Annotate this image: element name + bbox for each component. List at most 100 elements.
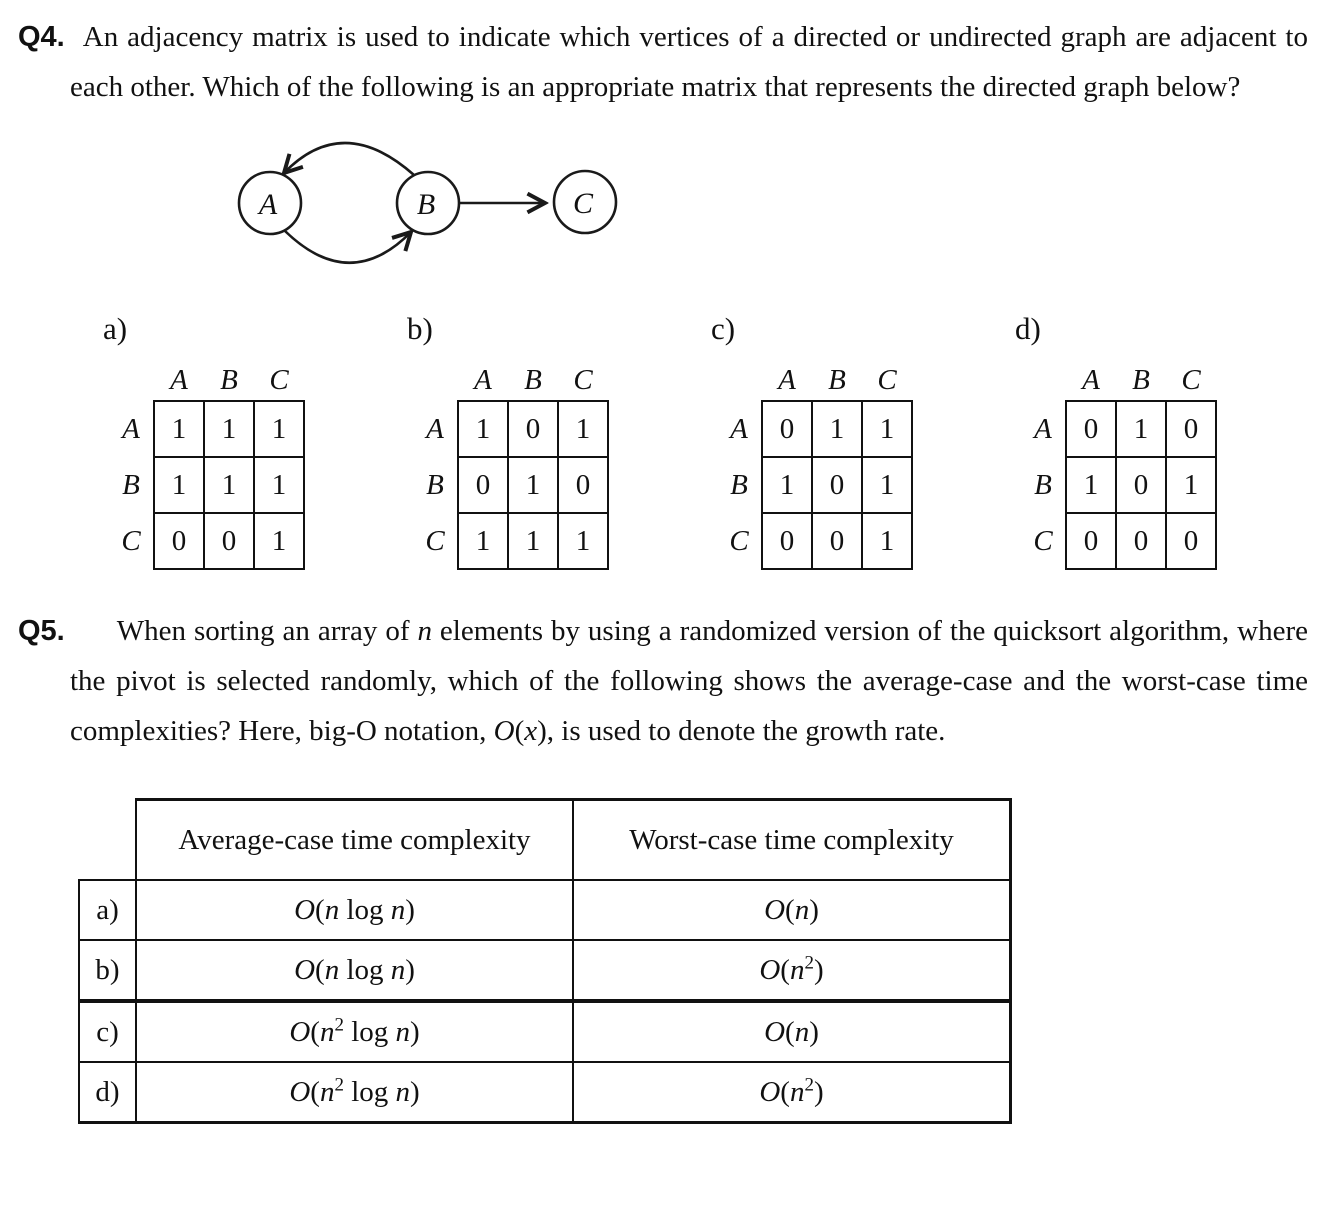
worst-case-value: O(n2) xyxy=(572,1061,1012,1124)
option-c: c) A B C A 0 1 1 B 1 0 1 C 0 xyxy=(711,312,1015,570)
matrix-cell: 0 xyxy=(1115,456,1167,514)
matrix-cell: 1 xyxy=(253,400,305,458)
option-d: d) A B C A 0 1 0 B 1 0 1 C 0 xyxy=(1015,312,1319,570)
matrix-row-header: B xyxy=(1034,468,1052,501)
matrix-cell: 1 xyxy=(203,456,255,514)
matrix-row-header: C xyxy=(729,524,749,557)
matrix-col-header: C xyxy=(1181,363,1201,396)
matrix-cell: 1 xyxy=(761,456,813,514)
graph-node-b-label: B xyxy=(417,188,435,221)
matrix-row-header: A xyxy=(122,412,140,445)
matrix-row-header: C xyxy=(425,524,445,557)
matrix-cell: 1 xyxy=(1115,400,1167,458)
option-b: b) A B C A 1 0 1 B 0 1 0 C 1 xyxy=(407,312,711,570)
matrix-cell: 0 xyxy=(457,456,509,514)
matrix-col-header: C xyxy=(573,363,593,396)
matrix-cell: 0 xyxy=(1065,400,1117,458)
matrix-row-header: B xyxy=(730,468,748,501)
matrix-corner xyxy=(413,360,458,401)
matrix-cell: 1 xyxy=(507,512,559,570)
matrix-corner xyxy=(717,360,762,401)
matrix-cell: 0 xyxy=(1115,512,1167,570)
avg-case-value: O(n2 log n) xyxy=(135,1000,574,1063)
matrix-row-header: C xyxy=(121,524,141,557)
q5-paragraph: Q5.When sorting an array of n elements b… xyxy=(18,606,1308,756)
matrix-corner xyxy=(109,360,154,401)
row-label: d) xyxy=(78,1061,137,1124)
table-corner-cell xyxy=(79,799,136,881)
graph-node-c-label: C xyxy=(573,187,594,220)
worst-case-value: O(n) xyxy=(572,879,1012,941)
avg-case-header: Average-case time complexity xyxy=(135,798,574,881)
table-row-c: c) O(n2 log n) O(n) xyxy=(78,1000,1012,1063)
matrix-cell: 0 xyxy=(1065,512,1117,570)
matrix-cell: 1 xyxy=(557,400,609,458)
matrix-row-header: A xyxy=(730,412,748,445)
matrix-cell: 1 xyxy=(557,512,609,570)
matrix-col-header: A xyxy=(1082,363,1100,396)
matrix-cell: 0 xyxy=(811,512,863,570)
matrix-cell: 0 xyxy=(761,400,813,458)
matrix-cell: 0 xyxy=(761,512,813,570)
q4-options-row: a) A B C A 1 1 1 B 1 1 1 C 0 xyxy=(103,312,1330,570)
matrix-col-header: C xyxy=(269,363,289,396)
worst-case-value: O(n2) xyxy=(572,939,1012,1003)
matrix-cell: 1 xyxy=(811,400,863,458)
matrix-cell: 0 xyxy=(811,456,863,514)
graph-node-c xyxy=(552,169,618,235)
q5-text: When sorting an array of n elements by u… xyxy=(70,615,1308,747)
q4-paragraph: Q4.An adjacency matrix is used to indica… xyxy=(18,0,1308,112)
q5-number: Q5. xyxy=(18,615,65,647)
avg-case-value: O(n log n) xyxy=(135,939,574,1003)
table-row-b: b) O(n log n) O(n2) xyxy=(78,939,1012,1003)
matrix-cell: 1 xyxy=(253,512,305,570)
matrix-row-header: A xyxy=(426,412,444,445)
adjacency-matrix-d: A B C A 0 1 0 B 1 0 1 C 0 0 0 xyxy=(1021,360,1217,570)
matrix-col-header: C xyxy=(877,363,897,396)
matrix-row-header: A xyxy=(1034,412,1052,445)
matrix-cell: 1 xyxy=(507,456,559,514)
option-a-label: a) xyxy=(103,311,128,346)
table-row-d: d) O(n2 log n) O(n2) xyxy=(78,1061,1012,1124)
matrix-cell: 1 xyxy=(457,400,509,458)
option-b-label: b) xyxy=(407,311,433,346)
matrix-col-header: B xyxy=(220,363,238,396)
edge-b-to-a xyxy=(284,141,415,175)
option-c-label: c) xyxy=(711,311,736,346)
matrix-cell: 1 xyxy=(153,400,205,458)
matrix-col-header: B xyxy=(1132,363,1150,396)
matrix-row-header: B xyxy=(122,468,140,501)
matrix-cell: 1 xyxy=(1065,456,1117,514)
matrix-col-header: A xyxy=(170,363,188,396)
matrix-cell: 0 xyxy=(203,512,255,570)
row-label: a) xyxy=(78,879,137,941)
edge-a-to-b xyxy=(284,231,411,264)
matrix-cell: 1 xyxy=(861,456,913,514)
worst-case-header: Worst-case time complexity xyxy=(572,798,1012,881)
q4-text: An adjacency matrix is used to indicate … xyxy=(70,21,1308,103)
matrix-col-header: B xyxy=(524,363,542,396)
matrix-col-header: A xyxy=(778,363,796,396)
matrix-cell: 1 xyxy=(861,400,913,458)
row-label: c) xyxy=(78,1000,137,1063)
matrix-cell: 0 xyxy=(557,456,609,514)
matrix-cell: 1 xyxy=(253,456,305,514)
matrix-cell: 1 xyxy=(1165,456,1217,514)
option-d-label: d) xyxy=(1015,311,1041,346)
worst-case-value: O(n) xyxy=(572,1000,1012,1063)
matrix-col-header: B xyxy=(828,363,846,396)
graph-node-b xyxy=(395,170,461,236)
complexity-header-row: Average-case time complexity Worst-case … xyxy=(79,798,1012,881)
adjacency-matrix-b: A B C A 1 0 1 B 0 1 0 C 1 1 1 xyxy=(413,360,609,570)
matrix-cell: 0 xyxy=(1165,512,1217,570)
option-a: a) A B C A 1 1 1 B 1 1 1 C 0 xyxy=(103,312,407,570)
complexity-table: Average-case time complexity Worst-case … xyxy=(78,798,1012,1124)
graph-node-a xyxy=(237,170,303,236)
matrix-cell: 0 xyxy=(507,400,559,458)
matrix-cell: 1 xyxy=(153,456,205,514)
q4-number: Q4. xyxy=(18,21,65,53)
avg-case-value: O(n2 log n) xyxy=(135,1061,574,1124)
table-row-a: a) O(n log n) O(n) xyxy=(78,879,1012,941)
row-label: b) xyxy=(78,939,137,1003)
